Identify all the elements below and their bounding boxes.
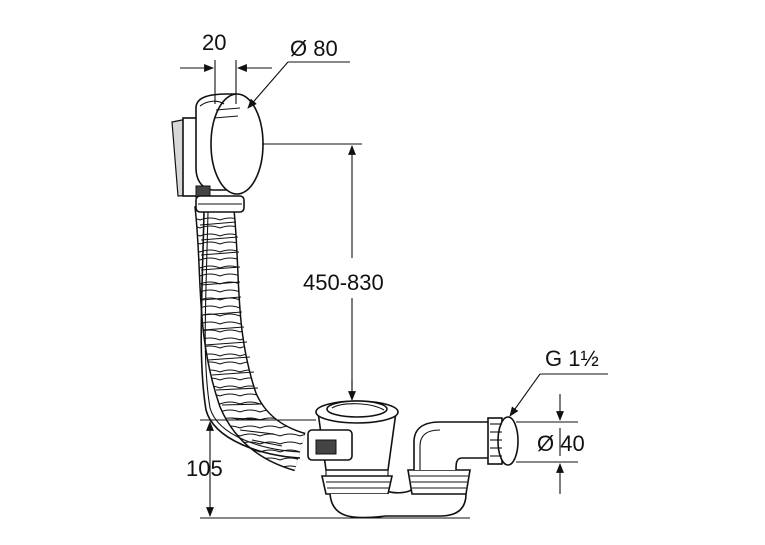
label-width-20: 20: [202, 30, 226, 55]
overflow-assembly: [171, 93, 264, 212]
dimension-thread: G 1½: [509, 346, 608, 417]
bowden-cable: [200, 211, 301, 459]
dimension-width: 20: [180, 30, 272, 104]
label-diameter-80: Ø 80: [290, 36, 338, 61]
label-thread: G 1½: [545, 346, 599, 371]
outlet-nut: [487, 416, 519, 466]
dimension-height-range: 450-830: [262, 143, 384, 401]
flexible-hose: [194, 195, 307, 472]
label-diameter-40: Ø 40: [537, 431, 585, 456]
label-height-range: 450-830: [303, 270, 384, 295]
dimension-outlet-diameter: Ø 40: [516, 394, 585, 494]
dimension-drain-height: 105: [186, 419, 470, 519]
trap: [321, 421, 495, 519]
dimension-overflow-diameter: Ø 80: [247, 36, 350, 109]
label-drain-height: 105: [186, 456, 223, 481]
waste-valve: [307, 400, 399, 478]
